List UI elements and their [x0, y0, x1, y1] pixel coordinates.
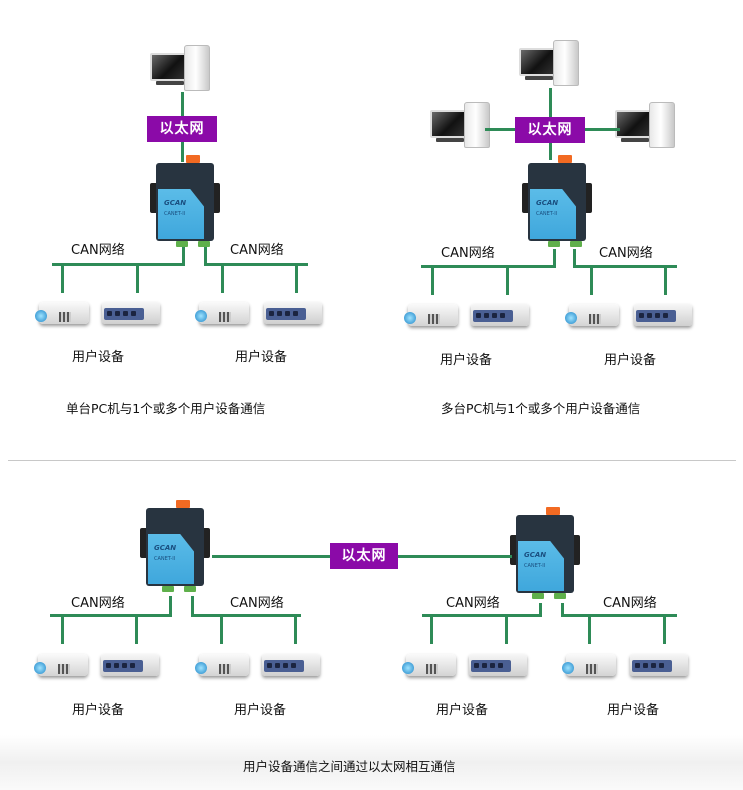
panel-caption: 单台PC机与1个或多个用户设备通信	[66, 401, 266, 416]
pc-icon	[430, 102, 492, 148]
hub-icon	[262, 652, 320, 678]
device-group-label: 用户设备	[72, 703, 125, 718]
hub-icon	[634, 302, 692, 328]
can-network-label: CAN网络	[230, 596, 284, 611]
can-bus-left	[421, 265, 556, 268]
ethernet-box: 以太网	[147, 116, 217, 142]
hub-icon	[264, 300, 322, 326]
ethernet-box: 以太网	[515, 117, 585, 143]
pc-icon	[150, 45, 212, 91]
projector-icon	[402, 650, 458, 680]
can-bus-left	[422, 614, 542, 617]
hub-icon	[102, 300, 160, 326]
device-group-label: 用户设备	[440, 353, 493, 368]
device-group-label: 用户设备	[72, 350, 125, 365]
can-network-label: CAN网络	[71, 596, 125, 611]
can-network-label: CAN网络	[441, 246, 495, 261]
panel-caption: 用户设备通信之间通过以太网相互通信	[243, 759, 456, 774]
can-bus-right	[204, 263, 308, 266]
can-network-label: CAN网络	[603, 596, 657, 611]
can-network-label: CAN网络	[446, 596, 500, 611]
pc-icon	[615, 102, 677, 148]
can-bus-left	[50, 614, 172, 617]
projector-icon	[565, 300, 621, 330]
device-group-label: 用户设备	[607, 703, 660, 718]
can-bus-right	[561, 614, 677, 617]
can-bus-left	[52, 263, 185, 266]
section-divider	[8, 460, 736, 461]
projector-icon	[195, 298, 251, 328]
projector-icon	[195, 650, 251, 680]
hub-icon	[630, 652, 688, 678]
device-group-label: 用户设备	[235, 350, 288, 365]
hub-icon	[101, 652, 159, 678]
pc-icon	[519, 40, 581, 86]
projector-icon	[404, 300, 460, 330]
hub-icon	[471, 302, 529, 328]
caption-band	[0, 735, 743, 790]
projector-icon	[34, 650, 90, 680]
projector-icon	[35, 298, 91, 328]
can-network-label: CAN网络	[599, 246, 653, 261]
ethernet-box: 以太网	[330, 543, 398, 569]
can-bus-right	[573, 265, 677, 268]
panel-caption: 多台PC机与1个或多个用户设备通信	[441, 401, 641, 416]
device-group-label: 用户设备	[234, 703, 287, 718]
device-group-label: 用户设备	[604, 353, 657, 368]
can-bus-right	[191, 614, 301, 617]
can-network-label: CAN网络	[230, 243, 284, 258]
device-group-label: 用户设备	[436, 703, 489, 718]
projector-icon	[562, 650, 618, 680]
hub-icon	[469, 652, 527, 678]
can-network-label: CAN网络	[71, 243, 125, 258]
